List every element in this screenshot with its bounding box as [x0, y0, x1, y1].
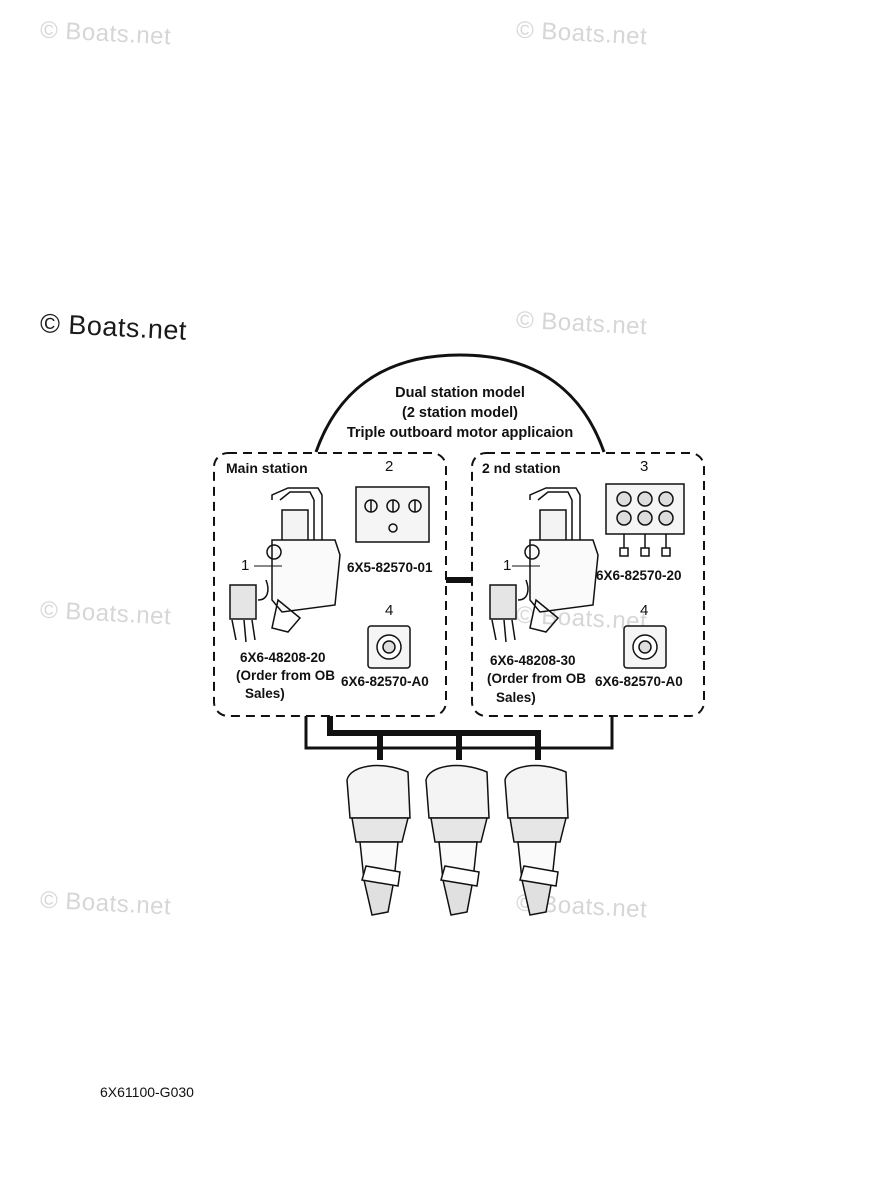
diagram-code: 6X61100-G030	[100, 1084, 194, 1100]
station-link	[446, 577, 472, 583]
switch-panel-2	[355, 486, 430, 543]
order-note: (Order from OB	[236, 668, 336, 683]
part-number: 6X5-82570-01	[347, 560, 433, 575]
stop-switch-main	[367, 625, 411, 669]
diagram-heading: Dual station model (2 station model) Tri…	[320, 383, 600, 443]
heading-line2: (2 station model)	[401, 405, 518, 421]
part-number: 6X6-48208-20	[240, 650, 326, 665]
main-station-title: Main station	[226, 460, 308, 476]
outboard-motor-3	[504, 764, 569, 916]
order-note: (Order from OB	[487, 671, 587, 686]
remote-control-main	[229, 487, 341, 643]
callout-2: 2	[385, 458, 394, 475]
part-number: 6X6-48208-30	[490, 653, 576, 668]
order-note: Sales)	[245, 686, 285, 701]
part-number: 6X6-82570-A0	[595, 674, 683, 689]
callout-4: 4	[385, 602, 394, 619]
second-station-title: 2 nd station	[482, 460, 561, 476]
callout-1: 1	[503, 557, 512, 574]
order-note: Sales)	[496, 690, 536, 705]
callout-1: 1	[241, 557, 250, 574]
callout-3: 3	[640, 458, 649, 475]
second-station-box	[471, 452, 705, 717]
stop-switch-second	[623, 625, 667, 669]
switch-panel-3	[605, 483, 685, 557]
callout-4: 4	[640, 602, 649, 619]
part-number: 6X6-82570-A0	[341, 674, 429, 689]
part-number: 6X6-82570-20	[596, 568, 682, 583]
main-station-box	[213, 452, 447, 717]
remote-control-second	[489, 487, 599, 643]
heading-line3: Triple outboard motor applicaion	[346, 425, 574, 441]
station-arch	[314, 353, 606, 453]
wiring-harness	[304, 716, 614, 760]
heading-line1: Dual station model	[395, 385, 525, 401]
outboard-motor-2	[425, 764, 490, 916]
outboard-motor-1	[346, 764, 411, 916]
